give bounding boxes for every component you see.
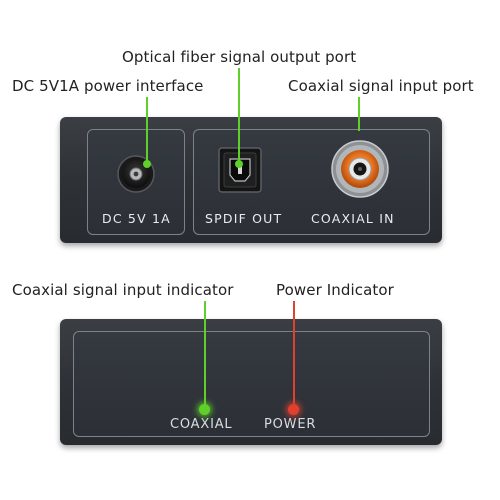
coaxial-port-callout: Coaxial signal input port [288,77,474,95]
power-led-icon [288,404,299,415]
optical-callout-line [238,68,240,163]
coaxial-led-label: COAXIAL [170,417,233,432]
optical-callout-dot [235,160,243,168]
coaxial-led-icon [199,404,210,415]
power-led-label: POWER [264,417,317,432]
optical-port-callout: Optical fiber signal output port [122,48,357,66]
coaxial-port-icon [331,140,389,198]
dc-callout-line [146,97,148,163]
dc-panel: DC 5V 1A [87,129,185,235]
power-indicator-callout: Power Indicator [276,281,394,299]
signal-panel: SPDIF OUT COAXIAL IN [193,129,430,235]
dc-label: DC 5V 1A [102,211,171,226]
coaxial-callout-line [358,97,360,131]
power-indicator-line [293,301,295,405]
front-panel: COAXIAL POWER [73,331,430,437]
coaxial-in-label: COAXIAL IN [311,211,395,226]
coaxial-indicator-callout: Coaxial signal input indicator [12,281,234,299]
dc-power-callout: DC 5V1A power interface [12,77,204,95]
dc-callout-dot [143,160,151,168]
optical-port-icon [218,147,262,193]
spdif-label: SPDIF OUT [205,211,283,226]
coaxial-indicator-line [204,301,206,405]
